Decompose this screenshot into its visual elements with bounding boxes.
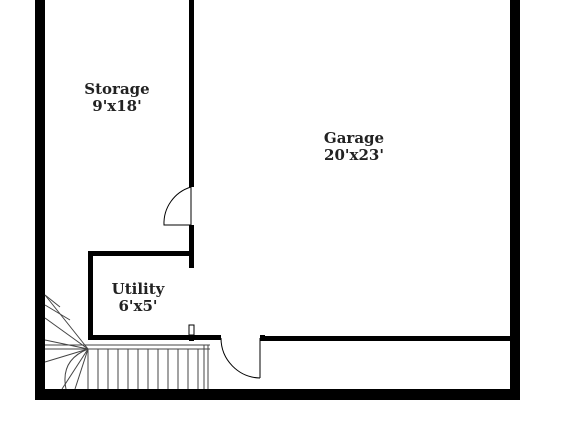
room-dimensions: 6'x5': [118, 297, 158, 315]
room-name: Utility: [111, 280, 165, 298]
storage-garage-wall-lower: [189, 225, 194, 268]
stair-curve: [64, 348, 89, 390]
stair-winder: [44, 317, 89, 350]
stair-winder: [44, 339, 89, 350]
room-label-garage: Garage 20'x23': [324, 130, 384, 164]
door-jamb: [260, 335, 265, 341]
room-name: Garage: [323, 129, 385, 147]
room-label-storage: Storage 9'x18': [84, 81, 149, 115]
utility-wall-top: [88, 251, 194, 256]
interior-walls: [88, 0, 510, 341]
exterior-wall-bottom: [35, 389, 520, 400]
room-label-utility: Utility 6'x5': [112, 281, 165, 315]
stair-winder: [74, 348, 89, 390]
stair-winder: [44, 304, 71, 321]
room-name: Storage: [84, 80, 150, 98]
garage-wall-bottom: [265, 336, 510, 341]
utility-wall-left: [88, 251, 93, 339]
utility-door-stub: [188, 324, 195, 336]
staircase: [44, 294, 210, 390]
stair-winder: [44, 294, 61, 308]
stair-winder: [44, 348, 89, 363]
stair-winder: [44, 294, 89, 350]
storage-door-swing: [163, 186, 192, 226]
storage-garage-wall-upper: [189, 0, 194, 187]
garage-door-swing: [220, 337, 261, 379]
utility-wall-bottom: [88, 335, 221, 340]
stair-winder: [61, 348, 89, 390]
exterior-wall-right: [510, 0, 520, 400]
room-dimensions: 9'x18': [92, 97, 142, 115]
doors: [163, 186, 261, 379]
room-dimensions: 20'x23': [324, 146, 384, 164]
exterior-wall-left: [35, 0, 45, 400]
exterior-walls: [35, 0, 520, 400]
